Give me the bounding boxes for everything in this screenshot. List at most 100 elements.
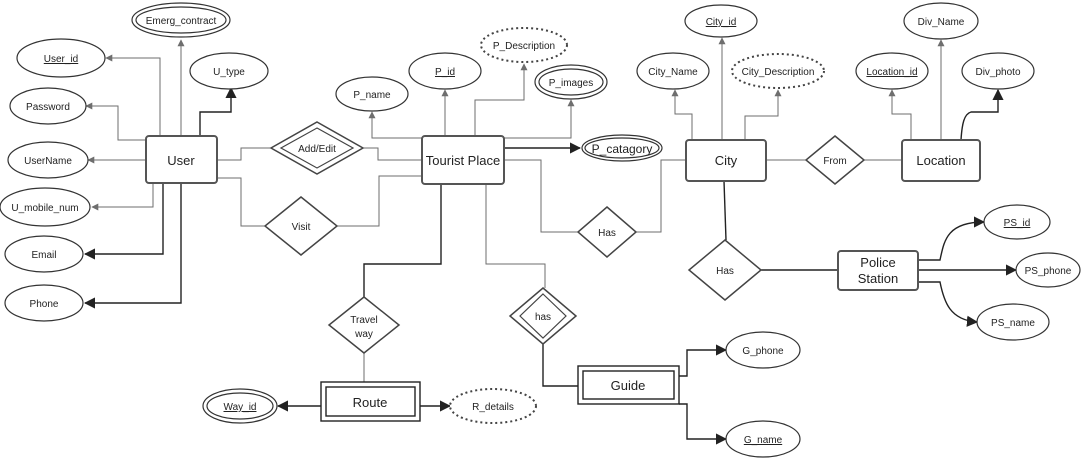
attr-p-images: P_images xyxy=(534,64,608,100)
attr-username: UserName xyxy=(7,141,89,179)
entity-city: City xyxy=(685,139,767,182)
rel-travel-way-label-1: Travel xyxy=(350,315,377,326)
attr-ps-id: PS_id xyxy=(983,204,1051,240)
line-place-pimages xyxy=(503,99,575,139)
line-has-city xyxy=(636,159,686,233)
attr-u-mobile-num: U_mobile_num xyxy=(0,187,91,227)
rel-has-guide: has xyxy=(508,287,578,345)
entity-guide: Guide xyxy=(577,365,680,405)
attr-p-catagory: P_catagory xyxy=(581,134,663,162)
rel-has-place-city: Has xyxy=(576,206,638,258)
attr-ps-name-label: PS_name xyxy=(991,318,1035,329)
attr-city-name-label: City_Name xyxy=(648,67,698,78)
rel-visit: Visit xyxy=(263,196,339,256)
attr-location-id: Location_id xyxy=(855,52,929,90)
attr-u-type-label: U_type xyxy=(213,67,245,78)
attr-div-photo-label: Div_photo xyxy=(975,67,1020,78)
line-addedit-place xyxy=(363,147,422,161)
rel-from-label: From xyxy=(823,156,846,167)
line-place-travelway xyxy=(363,184,442,297)
entity-route: Route xyxy=(320,381,421,422)
rel-visit-label: Visit xyxy=(292,222,311,233)
attr-city-id-label: City_id xyxy=(706,17,737,28)
attr-p-id: P_id xyxy=(408,52,482,90)
line-place-has xyxy=(504,159,578,233)
attr-div-photo: Div_photo xyxy=(961,52,1035,90)
entity-location: Location xyxy=(901,139,981,182)
attr-u-mobile-num-label: U_mobile_num xyxy=(11,203,78,214)
rel-has-city-police-label: Has xyxy=(716,266,734,277)
attr-user-id-label: User_id xyxy=(44,54,78,65)
entity-user: User xyxy=(145,135,218,184)
line-guide-gphone xyxy=(679,344,728,377)
attr-city-name: City_Name xyxy=(636,52,710,90)
rel-from: From xyxy=(804,135,866,185)
attr-city-description-label: City_Description xyxy=(742,67,815,78)
entity-user-label: User xyxy=(167,153,195,168)
line-city-citydesc xyxy=(744,89,782,140)
entity-tourist-place: Tourist Place xyxy=(421,135,505,185)
line-user-visit xyxy=(217,177,265,227)
line-police-psname xyxy=(918,281,979,327)
attr-ps-name: PS_name xyxy=(976,303,1050,341)
attr-p-description-label: P_Description xyxy=(493,41,555,52)
attr-email: Email xyxy=(4,235,84,273)
attr-p-name: P_name xyxy=(335,76,409,112)
attr-location-id-label: Location_id xyxy=(866,67,917,78)
line-user-user-id xyxy=(105,54,161,136)
attr-city-id: City_id xyxy=(684,4,758,38)
line-police-psid xyxy=(918,216,986,261)
attr-r-details-label: R_details xyxy=(472,402,514,413)
attr-email-label: Email xyxy=(31,250,56,261)
attr-emerg-contract-label: Emerg_contract xyxy=(146,16,217,27)
rel-travel-way: Travel way xyxy=(327,296,401,354)
line-place-pname xyxy=(368,111,431,139)
attr-p-images-label: P_images xyxy=(549,78,593,89)
attr-ps-phone-label: PS_phone xyxy=(1025,266,1072,277)
line-place-hasguide xyxy=(485,184,546,288)
attr-p-description: P_Description xyxy=(480,27,568,63)
rel-has-guide-label: has xyxy=(535,312,551,323)
attr-username-label: UserName xyxy=(24,156,72,167)
attr-g-phone: G_phone xyxy=(725,331,801,369)
connectors xyxy=(83,37,1018,445)
rel-add-edit: Add/Edit xyxy=(269,121,365,175)
attr-user-id: User_id xyxy=(16,38,106,78)
attr-emerg-contract: Emerg_contract xyxy=(131,2,231,38)
line-user-password xyxy=(85,102,146,141)
attr-ps-id-label: PS_id xyxy=(1004,218,1031,229)
attr-div-name-label: Div_Name xyxy=(918,17,965,28)
rel-has-place-city-label: Has xyxy=(598,228,616,239)
attr-phone-label: Phone xyxy=(30,299,59,310)
attr-div-name: Div_Name xyxy=(903,2,979,40)
line-location-divphoto xyxy=(960,88,1004,141)
rel-travel-way-label-2: way xyxy=(354,329,373,340)
line-city-cityname xyxy=(671,89,693,140)
entity-route-label: Route xyxy=(353,395,388,410)
attr-password: Password xyxy=(9,87,87,125)
attr-password-label: Password xyxy=(26,102,70,113)
attr-r-details: R_details xyxy=(449,388,537,424)
line-user-phone xyxy=(83,183,182,309)
line-guide-gname xyxy=(679,403,728,445)
line-visit-place xyxy=(337,175,422,227)
attr-ps-phone: PS_phone xyxy=(1015,252,1081,288)
entity-police-station-label-2: Station xyxy=(858,271,898,286)
entity-police-station-label-1: Police xyxy=(860,255,895,270)
line-place-pdesc xyxy=(474,63,528,136)
line-user-email xyxy=(83,183,164,260)
attr-p-name-label: P_name xyxy=(353,90,391,101)
line-city-haspolice xyxy=(723,180,727,241)
attr-g-name-label: G_name xyxy=(744,435,783,446)
entity-police-station: Police Station xyxy=(837,250,919,291)
attr-p-catagory-label: P_catagory xyxy=(592,142,653,156)
line-user-addedit xyxy=(217,147,271,161)
entity-location-label: Location xyxy=(916,153,965,168)
attr-way-id: Way_id xyxy=(202,388,278,424)
line-location-locationid xyxy=(888,89,912,140)
attr-way-id-label: Way_id xyxy=(224,402,257,413)
attr-p-id-label: P_id xyxy=(435,67,455,78)
line-hasguide-guide xyxy=(542,344,578,387)
attr-u-type: U_type xyxy=(189,52,269,90)
